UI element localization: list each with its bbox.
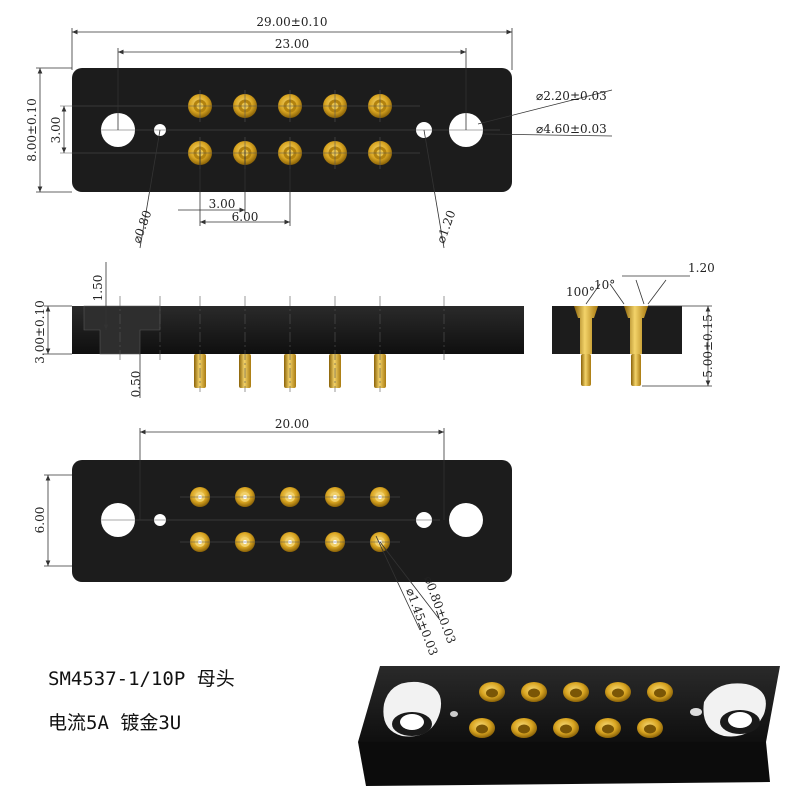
dim-small-hole-right: ⌀1.20: [434, 208, 459, 245]
side-pin: [374, 296, 386, 392]
render-hole-right: [703, 683, 766, 737]
bottom-view: 20.00 6.00 ⌀0.80±0.03 ⌀1.45±0.03: [33, 417, 512, 657]
bottom-pin-array: [190, 487, 390, 552]
render-pin: [637, 718, 663, 738]
render-pin: [469, 718, 495, 738]
dim-bottom-width: 20.00: [275, 417, 309, 431]
render-pin: [479, 682, 505, 702]
render-pin-array: [469, 682, 673, 738]
dim-hole-pitch: 23.00: [275, 37, 309, 51]
dim-counterbore: 1.50: [91, 275, 105, 302]
dim-angle: 100°: [566, 285, 595, 299]
caption-spec: 电流5A 镀金3U: [48, 712, 182, 734]
caption-model: SM4537-1/10P 母头: [48, 668, 235, 690]
dim-pin-pitch: 3.00: [209, 197, 236, 211]
section-pin-left: [574, 306, 598, 386]
section-view: 100° 10° 1.20 5.00±0.15: [552, 261, 715, 387]
side-pin: [329, 296, 341, 392]
dim-angle-tol: 10°: [594, 278, 615, 292]
dim-double-pitch: 6.00: [232, 210, 259, 224]
side-pin-array: [119, 296, 445, 392]
render-small-hole-left: [450, 711, 458, 717]
top-view: 29.00±0.10 23.00 8.00±0.10 3.00 3.00 6.0…: [25, 15, 613, 249]
render-small-hole-right: [690, 708, 702, 716]
render-side-face: [358, 742, 770, 786]
render-pin: [521, 682, 547, 702]
product-render: [358, 666, 780, 786]
dim-large-hole-dia: ⌀2.20±0.03: [536, 89, 607, 103]
side-pin: [194, 296, 206, 392]
bottom-housing: [72, 460, 512, 582]
dim-height: 8.00±0.10: [25, 98, 39, 162]
dim-row-pitch: 3.00: [49, 117, 63, 144]
render-pin: [605, 682, 631, 702]
dim-pin-length: 5.00±0.15: [701, 314, 715, 378]
dim-overall-width: 29.00±0.10: [256, 15, 327, 29]
section-housing: [552, 306, 682, 354]
render-pin: [647, 682, 673, 702]
bottom-mount-hole-right: [449, 503, 483, 537]
dim-bottom-height: 6.00: [33, 507, 47, 534]
side-pin: [284, 296, 296, 392]
render-pin: [563, 682, 589, 702]
section-pin-right: [624, 306, 648, 386]
render-pin: [553, 718, 579, 738]
render-top-face: [358, 666, 780, 742]
dim-small-hole-left: ⌀0.80: [130, 208, 155, 245]
dim-pin-offset: 0.50: [129, 371, 143, 398]
render-pin: [595, 718, 621, 738]
side-view: 3.00±0.10 1.50 0.50: [33, 262, 524, 398]
dim-large-hole-dia2: ⌀4.60±0.03: [536, 122, 607, 136]
render-hole-left: [383, 681, 442, 737]
dim-thickness: 3.00±0.10: [33, 300, 47, 364]
side-pin: [239, 296, 251, 392]
dim-chamfer: 1.20: [688, 261, 715, 275]
render-pin: [511, 718, 537, 738]
